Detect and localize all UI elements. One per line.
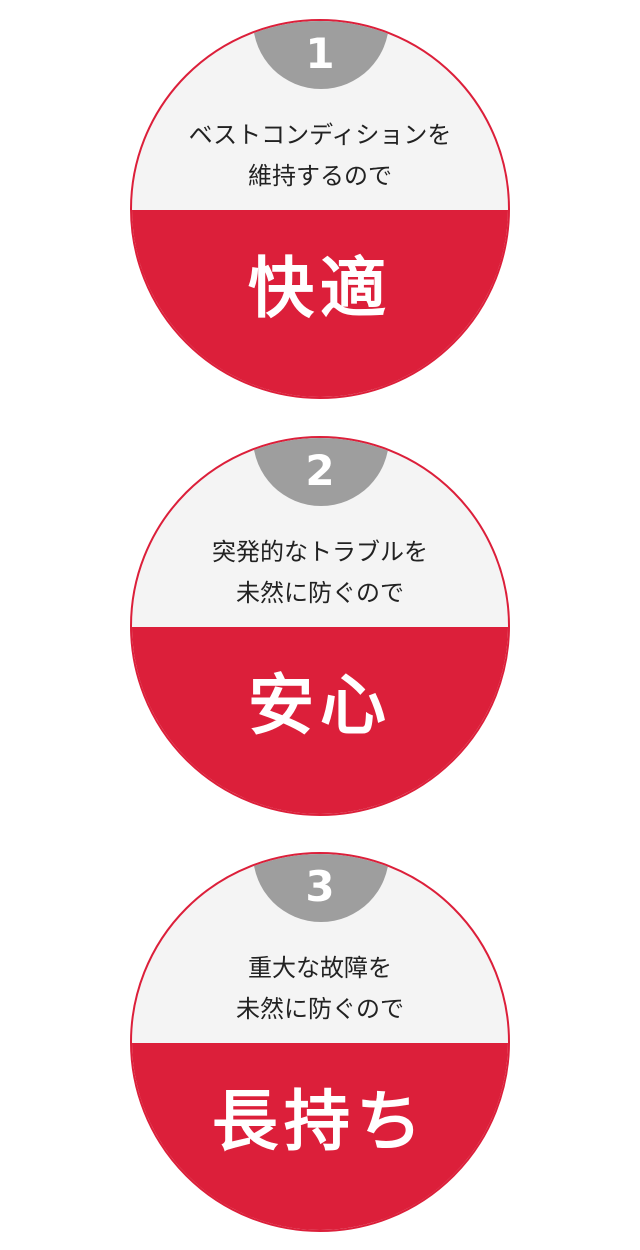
- badge-number: 3: [305, 862, 335, 911]
- benefit-description: ベストコンディションを維持するので: [132, 115, 508, 197]
- red-panel: [132, 627, 508, 814]
- red-panel: [132, 1043, 508, 1230]
- badge-number: 2: [305, 446, 335, 495]
- benefit-circle-1: 1 ベストコンディションを維持するので 快適: [130, 19, 510, 399]
- benefit-description: 重大な故障を未然に防ぐので: [132, 948, 508, 1030]
- benefit-description: 突発的なトラブルを未然に防ぐので: [132, 532, 508, 614]
- description-line: 維持するので: [248, 162, 392, 190]
- description-line: 未然に防ぐので: [236, 579, 404, 607]
- benefit-title: 長持ち: [212, 1083, 428, 1160]
- description-line: 未然に防ぐので: [236, 995, 404, 1023]
- badge-number: 1: [305, 29, 335, 78]
- description-line: ベストコンディションを: [188, 121, 452, 149]
- benefit-title: 安心: [248, 667, 392, 744]
- benefit-title: 快適: [248, 250, 392, 327]
- description-line: 突発的なトラブルを: [212, 538, 428, 566]
- benefit-circle-3: 3 重大な故障を未然に防ぐので 長持ち: [130, 852, 510, 1232]
- benefit-circle-2: 2 突発的なトラブルを未然に防ぐので 安心: [130, 436, 510, 816]
- red-panel: [132, 210, 508, 397]
- description-line: 重大な故障を: [248, 954, 392, 982]
